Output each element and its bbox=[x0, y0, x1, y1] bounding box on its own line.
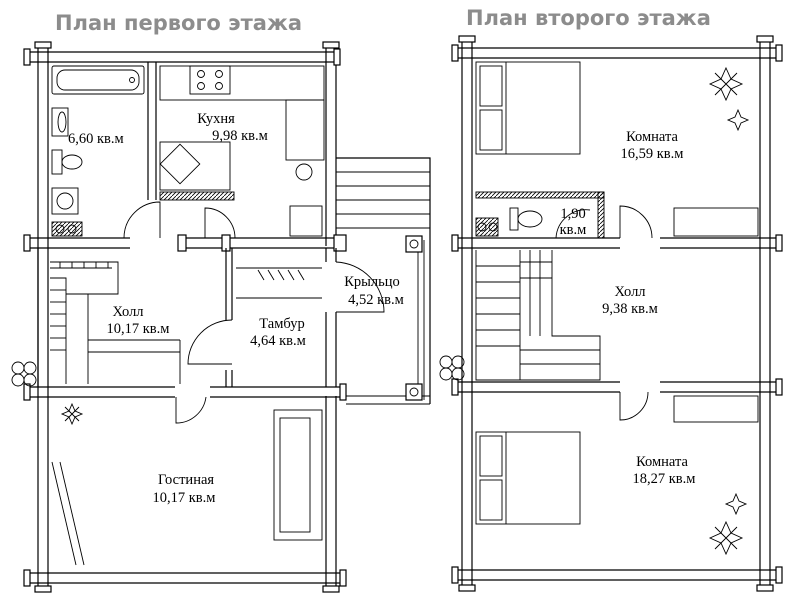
toilet bbox=[51, 149, 63, 175]
sofa bbox=[273, 409, 323, 541]
first-hall-name: Холл bbox=[112, 304, 143, 320]
double-bed-bottom bbox=[475, 431, 581, 525]
second-floor-stairs bbox=[475, 250, 601, 381]
double-bed-top bbox=[475, 61, 581, 155]
fridge bbox=[289, 205, 323, 237]
first-hall-area: 10,17 кв.м bbox=[107, 321, 170, 337]
chest-top bbox=[673, 207, 759, 237]
chest-bottom bbox=[673, 395, 759, 423]
second-floor-title: План второго этажа bbox=[466, 6, 711, 30]
sink bbox=[51, 107, 69, 137]
kitchen-table bbox=[285, 99, 325, 161]
second-hall-name: Холл bbox=[614, 284, 645, 300]
plant-icon bbox=[726, 108, 750, 132]
first-floor-outer-walls bbox=[23, 41, 347, 593]
second-floor-plan: Комната 16,59 кв.м 1,90 кв.м Холл 9,38 к… bbox=[439, 35, 783, 592]
top-bedroom-furniture bbox=[475, 61, 759, 237]
porch-name: Крыльцо bbox=[344, 274, 400, 290]
kitchen-area: 9,98 кв.м bbox=[212, 128, 268, 144]
second-hall-area: 9,38 кв.м bbox=[602, 301, 658, 317]
porch-area: 4,52 кв.м bbox=[348, 292, 404, 308]
plant-icon bbox=[708, 520, 744, 556]
wc-area-unit: кв.м bbox=[560, 222, 587, 238]
bathroom-fixtures bbox=[51, 65, 145, 237]
plant-icon bbox=[708, 66, 744, 102]
bathtub bbox=[51, 65, 145, 95]
second-floor-doors bbox=[555, 205, 653, 421]
room-top-area: 16,59 кв.м bbox=[621, 146, 684, 162]
room-top-name: Комната bbox=[626, 129, 678, 145]
first-floor-doors bbox=[123, 201, 385, 424]
first-floor-stairs bbox=[50, 261, 181, 384]
bottom-bedroom-furniture bbox=[439, 355, 759, 556]
wc-toilet bbox=[509, 207, 519, 231]
wc-area-num: 1,90 bbox=[560, 206, 585, 222]
kitchen-name: Кухня bbox=[197, 111, 235, 127]
room-bottom-area: 18,27 кв.м bbox=[633, 471, 696, 487]
washing-machine bbox=[51, 187, 79, 215]
living-name: Гостиная bbox=[158, 472, 214, 488]
bathroom-area: 6,60 кв.м bbox=[68, 131, 124, 147]
kitchen-corner-table bbox=[159, 143, 201, 185]
living-room-furniture bbox=[11, 361, 323, 566]
wc-fixtures bbox=[475, 207, 543, 237]
vestibule-area: 4,64 кв.м bbox=[250, 333, 306, 349]
kitchen-fixtures bbox=[159, 65, 325, 237]
room-bottom-name: Комната bbox=[636, 454, 688, 470]
coat-rack bbox=[236, 267, 322, 299]
porch bbox=[336, 157, 431, 405]
first-floor-plan: 6,60 кв.м Кухня 9,98 кв.м Холл 10,17 кв.… bbox=[11, 41, 431, 593]
first-floor-partitions bbox=[23, 62, 347, 401]
living-area: 10,17 кв.м bbox=[153, 490, 216, 506]
stove bbox=[189, 65, 231, 95]
plant-icon bbox=[724, 492, 748, 516]
vestibule-name: Тамбур bbox=[259, 316, 304, 332]
first-floor-title: План первого этажа bbox=[55, 11, 302, 35]
plant-icon bbox=[60, 402, 84, 426]
